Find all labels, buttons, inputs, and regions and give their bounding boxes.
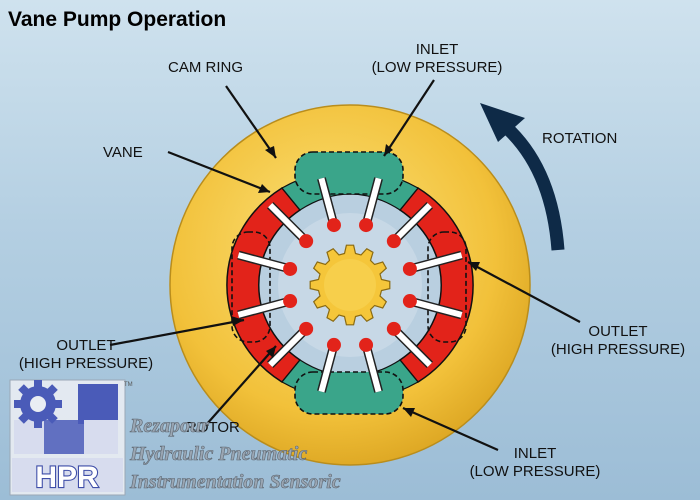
- rotation-label: ROTATION: [542, 130, 617, 147]
- vane-fill: [268, 326, 309, 367]
- vane-pin: [326, 218, 341, 233]
- drive-shaft-hub: [324, 259, 376, 311]
- vane-fill: [391, 326, 432, 367]
- rotation-arrow-icon: [480, 103, 565, 251]
- vane-fill: [268, 203, 309, 244]
- gear-icon: [14, 380, 62, 428]
- vane-fill: [363, 177, 382, 226]
- vane-fill: [237, 298, 291, 318]
- vane-pin: [386, 234, 401, 249]
- outlet-right-label: OUTLET: [588, 323, 647, 340]
- vane-pin: [326, 337, 341, 352]
- vane-fill: [237, 252, 291, 272]
- vane-fill: [318, 177, 337, 226]
- inlet-top-label: INLET: [416, 41, 459, 58]
- vane-pin: [299, 321, 314, 336]
- inlet-bottom-label: INLET: [514, 445, 557, 462]
- vane-fill: [409, 298, 463, 318]
- watermark-line-3: Instrumentation Sensoric: [129, 471, 341, 493]
- page-title: Vane Pump Operation: [8, 8, 226, 31]
- outlet-port-right: [427, 231, 467, 343]
- outlet-port-left: [231, 231, 271, 343]
- vane-fill: [391, 203, 432, 244]
- hpr-logo: TM HPR: [9, 379, 133, 496]
- vane-pin: [299, 234, 314, 249]
- vane-pin: [283, 294, 298, 309]
- outlet-left-label: OUTLET: [56, 337, 115, 354]
- vane-pin: [359, 337, 374, 352]
- vane-group: [237, 177, 463, 393]
- vane-pin: [402, 261, 417, 276]
- inlet-top-sublabel: (LOW PRESSURE): [372, 59, 503, 76]
- inlet-port-bottom: [294, 371, 404, 415]
- vane-pin: [283, 261, 298, 276]
- rotor-label: ROTOR: [186, 419, 240, 436]
- vane-pin: [359, 218, 374, 233]
- vane-pin: [402, 294, 417, 309]
- logo-letters: HPR: [35, 461, 99, 494]
- watermark-line-2: Hydraulic Pneumatic: [129, 443, 307, 465]
- cam-ring-label: CAM RING: [168, 59, 243, 76]
- leader-lines: [109, 79, 581, 452]
- watermark-line-1: Rezapour: [129, 415, 209, 437]
- vane-fill: [409, 252, 463, 272]
- vane-label: VANE: [103, 144, 143, 161]
- trademark-mark: TM: [124, 382, 133, 388]
- outlet-left-sublabel: (HIGH PRESSURE): [19, 355, 153, 372]
- outlet-right-sublabel: (HIGH PRESSURE): [551, 341, 685, 358]
- inlet-bottom-sublabel: (LOW PRESSURE): [470, 463, 601, 480]
- vane-fill: [363, 344, 382, 393]
- vane-pin: [386, 321, 401, 336]
- inlet-port-top: [294, 151, 404, 195]
- vane-fill: [318, 344, 337, 393]
